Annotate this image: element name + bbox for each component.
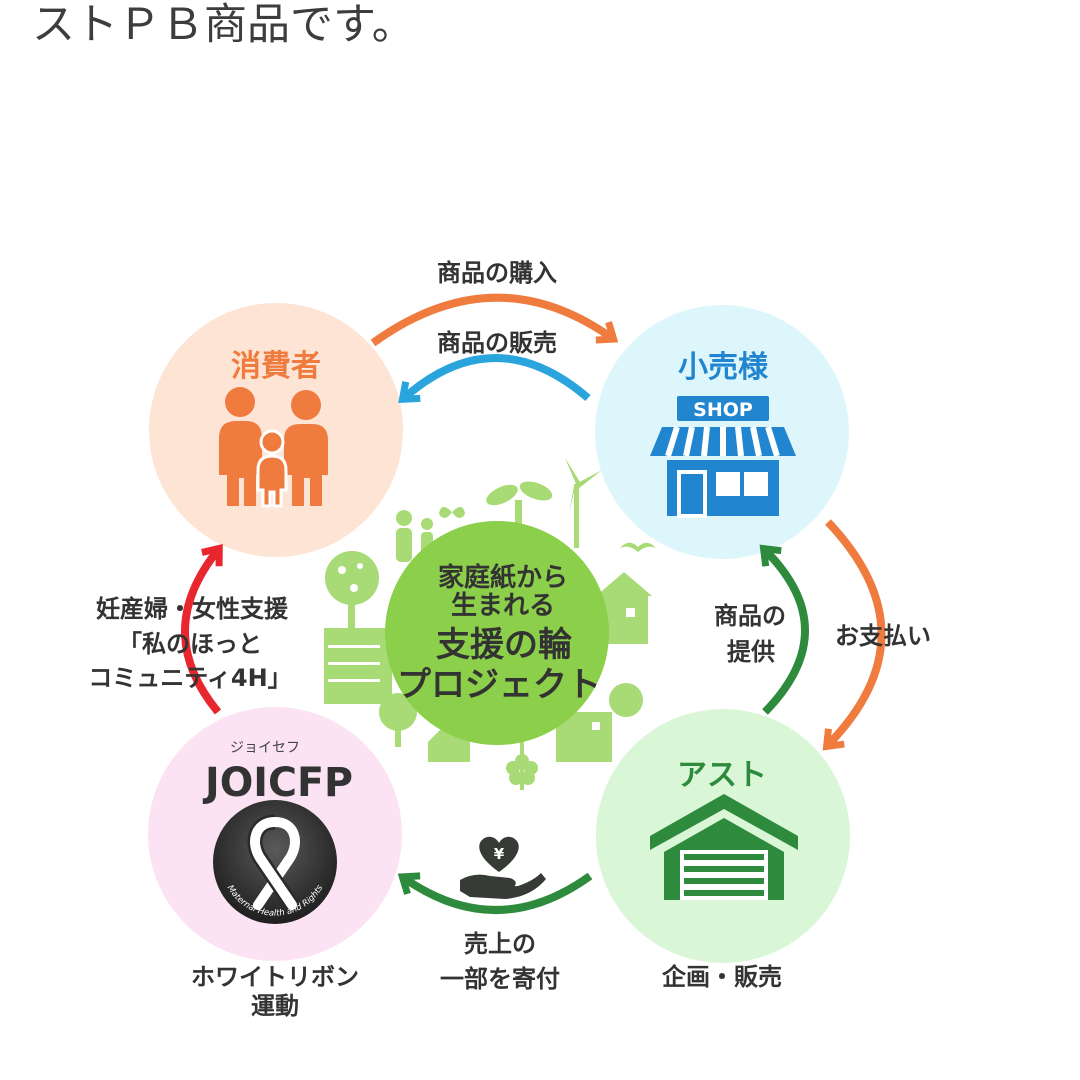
joicfp-kana: ジョイセフ <box>230 740 300 756</box>
shop-sign-board <box>677 396 769 421</box>
supply-label-line-2: 提供 <box>727 638 775 666</box>
donation-label-line-2: 一部を寄付 <box>440 965 560 993</box>
sprout-stem <box>515 500 522 535</box>
shop-window-divider <box>740 472 744 496</box>
ast-caption: 企画・販売 <box>662 963 782 991</box>
center-text-line-2: 生まれる <box>451 591 555 621</box>
solar-panel-line <box>328 662 380 665</box>
tree-silhouette-bottom-left <box>379 693 417 731</box>
flower-petal <box>521 771 535 785</box>
purchase-label: 商品の購入 <box>437 259 557 287</box>
shop-icon: SHOP <box>650 396 796 518</box>
center-text-line-4: プロジェクト <box>397 665 601 705</box>
heart-icon <box>479 836 519 872</box>
hand-icon <box>460 873 546 899</box>
ribbon-badge <box>213 800 337 924</box>
person-silhouette-head <box>396 510 412 526</box>
joicfp-caption-line-2: 運動 <box>251 992 299 1020</box>
hand-heart-yen-icon: ¥ <box>460 836 546 899</box>
building-window <box>592 722 600 730</box>
intro-text: ストＰＢ商品です。 <box>32 0 415 50</box>
flower-petal <box>506 761 520 775</box>
ribbon-left-loop <box>250 817 297 910</box>
family-adult-left-head <box>225 387 255 417</box>
tree-dot <box>357 563 363 569</box>
awning-stripe <box>683 426 695 457</box>
person-silhouette-body <box>396 528 412 562</box>
consumer-title: 消費者 <box>231 349 321 384</box>
donation-arrow <box>397 872 593 914</box>
family-adult-left-body <box>219 421 262 506</box>
solar-panel-line <box>328 645 380 648</box>
purchase-arrow <box>370 293 619 347</box>
yen-symbol: ¥ <box>494 845 505 863</box>
warehouse-door-slat <box>684 878 764 884</box>
retailer-title: 小売様 <box>678 350 769 385</box>
family-child-head <box>259 429 285 455</box>
white-ribbon-icon: Maternal Health and Rights <box>213 800 337 924</box>
family-child-body <box>256 454 288 508</box>
solar-panel-silhouette <box>324 628 392 704</box>
awning-stripe <box>701 426 710 457</box>
warehouse-door-slat <box>684 854 764 860</box>
center-title: 家庭紙から 生まれる 支援の輪 プロジェクト <box>397 562 601 705</box>
bird-silhouette <box>620 542 656 552</box>
warehouse-roof <box>650 794 798 850</box>
center-text-line-1: 家庭紙から <box>438 562 568 593</box>
warehouse-door-slat <box>684 866 764 872</box>
awning-stripe <box>765 426 780 457</box>
joicfp-logo: JOICFP <box>202 760 353 806</box>
wind-turbine-blades <box>565 458 602 512</box>
ast-title: アスト <box>677 758 767 793</box>
center-text-line-3: 支援の輪 <box>436 625 572 665</box>
awning-stripe <box>735 426 744 457</box>
house-window <box>626 608 635 617</box>
house-roof-right <box>596 572 652 596</box>
node-captions: ホワイトリボン 運動 企画・販売 <box>191 963 782 1020</box>
family-adult-right-head <box>291 390 321 420</box>
supply-label-line-1: 商品の <box>714 602 786 630</box>
house-silhouette-bottom-left <box>428 722 470 762</box>
sprout-leaf-right <box>519 481 553 501</box>
tree-silhouette-left <box>325 551 379 605</box>
sprout-leaf-left <box>486 484 518 506</box>
support-label-line-3: コミュニティ4H」 <box>88 664 291 692</box>
tree-dot <box>338 566 346 574</box>
earth-globe <box>385 521 609 745</box>
support-label-line-1: 妊産婦・女性支援 <box>96 595 289 623</box>
donation-label-line-1: 売上の <box>464 930 536 958</box>
warehouse-door-slat <box>684 890 764 896</box>
payment-label: お支払い <box>835 622 931 650</box>
wind-turbine-pole <box>574 484 579 548</box>
person-silhouette-head <box>421 518 433 530</box>
sale-label: 商品の販売 <box>437 329 557 357</box>
payment-arrow <box>822 519 886 751</box>
tree-dot <box>350 584 358 592</box>
flow-labels: 商品の購入 商品の販売 お支払い 商品の 提供 売上の 一部を寄付 妊産婦・女性… <box>88 259 931 993</box>
awning-stripe <box>665 426 680 457</box>
supply-arrow <box>759 544 809 715</box>
shop-sign-text: SHOP <box>693 399 753 421</box>
family-adult-right-body <box>284 424 328 506</box>
butterfly-silhouette <box>439 506 465 519</box>
tree-trunk-left <box>348 600 355 644</box>
ribbon-right-loop <box>253 817 300 910</box>
support-arrow <box>181 544 223 715</box>
joicfp-caption-line-1: ホワイトリボン <box>191 963 359 991</box>
tree-silhouette-right <box>609 683 643 717</box>
consumer-circle <box>149 303 403 557</box>
support-label-line-2: 「私のほっと <box>118 630 262 658</box>
solar-panel-line <box>328 679 380 682</box>
awning-stripe <box>750 426 762 457</box>
shop-awning-stripes <box>665 426 780 457</box>
earth-silhouette-details <box>328 563 635 730</box>
family-icon <box>219 387 328 508</box>
tree-trunk-bottom-left <box>395 725 401 747</box>
sale-arrow <box>398 354 591 404</box>
shop-door <box>677 470 707 518</box>
warehouse-icon <box>650 794 798 900</box>
